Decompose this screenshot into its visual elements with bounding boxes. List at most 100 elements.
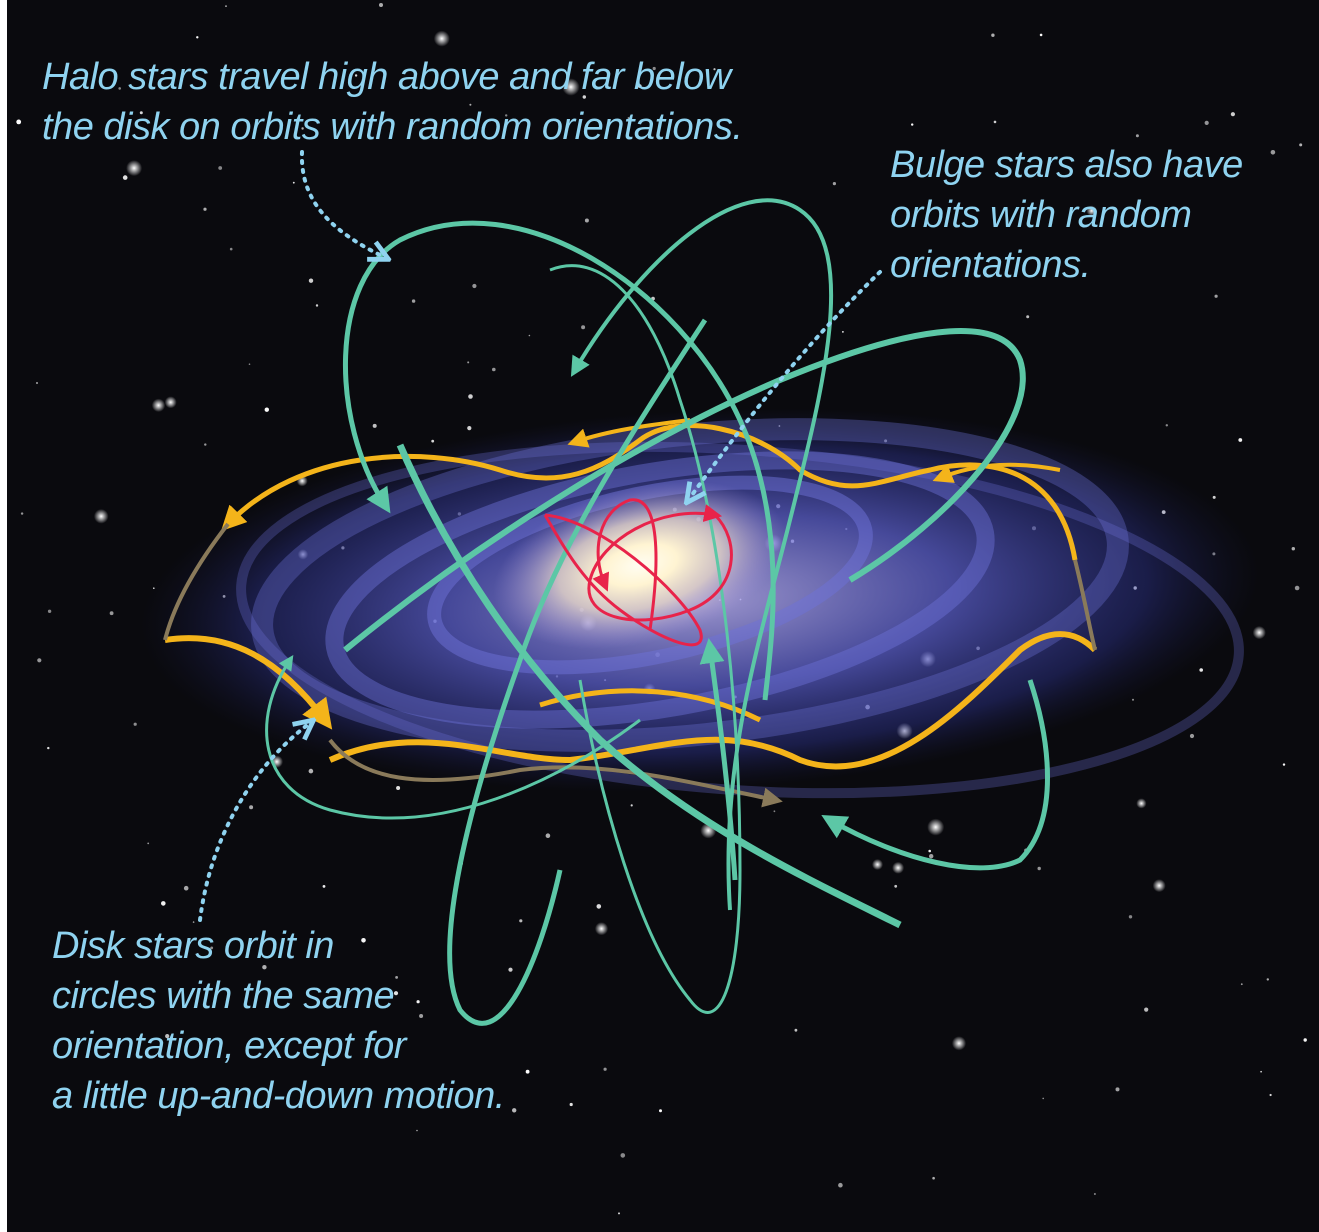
halo-stars-caption: Halo stars travel high above and far bel… (42, 52, 743, 152)
caption-line: orbits with random (890, 194, 1192, 236)
bulge-caption-pointer (692, 270, 882, 495)
star (1212, 495, 1216, 499)
star (147, 842, 150, 845)
halo-orbit-a (343, 220, 776, 701)
star (512, 1108, 517, 1113)
halo-orbit-d (396, 443, 902, 929)
disk-orbit-back-right (1073, 559, 1097, 651)
star (93, 509, 109, 524)
star (37, 658, 42, 663)
spiral-arm (325, 451, 995, 729)
star (1252, 626, 1266, 640)
star (133, 722, 137, 726)
star (638, 84, 642, 88)
star (301, 127, 304, 130)
star (1136, 798, 1147, 809)
star (1165, 424, 1169, 427)
star (528, 334, 531, 337)
star (411, 299, 416, 303)
star (308, 278, 314, 283)
star (505, 114, 508, 117)
star (1230, 112, 1235, 117)
star (468, 394, 473, 399)
star (659, 1109, 662, 1113)
star (1291, 547, 1296, 551)
star (218, 166, 223, 170)
star (196, 36, 199, 39)
caption-line: the disk on orbits with random orientati… (42, 106, 743, 148)
star (395, 976, 398, 979)
star (596, 904, 602, 909)
star (1037, 866, 1041, 871)
star (927, 818, 945, 836)
star (1269, 1093, 1272, 1097)
star (210, 946, 214, 950)
star (581, 325, 586, 330)
bulge-orbit-b (543, 513, 703, 647)
star (472, 283, 477, 289)
star (1260, 1070, 1262, 1073)
star (47, 746, 50, 750)
star (652, 66, 656, 71)
halo-orbit-f (265, 655, 641, 820)
halo-orbit-h (549, 264, 742, 1014)
star (618, 1212, 620, 1215)
star (416, 1000, 420, 1004)
star (372, 423, 377, 428)
star (122, 175, 128, 180)
star (582, 95, 586, 99)
star (1152, 879, 1166, 893)
star (932, 1176, 935, 1180)
star (1115, 1087, 1120, 1092)
star (713, 68, 716, 71)
star (892, 861, 905, 874)
caption-line: orientations. (890, 244, 1091, 286)
star (872, 859, 883, 870)
star (1266, 978, 1270, 981)
star (519, 919, 523, 923)
star (165, 1034, 170, 1039)
star (16, 119, 22, 125)
star (1270, 150, 1276, 155)
disk-orbit-upper (221, 423, 1078, 561)
star (1214, 294, 1218, 298)
star (525, 1069, 530, 1074)
star (433, 30, 450, 47)
halo-caption-pointer (299, 150, 380, 255)
star (603, 1067, 607, 1071)
halo-orbit-i (699, 638, 738, 881)
star (508, 967, 513, 972)
star (627, 117, 630, 119)
star (431, 439, 435, 443)
star (1039, 33, 1043, 37)
star (569, 1102, 573, 1107)
star (594, 922, 609, 936)
star (909, 166, 913, 170)
star (562, 78, 580, 96)
disk-star-orbits (163, 418, 1098, 808)
star (229, 247, 233, 251)
disk-orbit-right-arrow (932, 462, 1061, 483)
disk-orbit-left-arrow (164, 635, 333, 730)
star (47, 609, 52, 613)
star (1144, 1007, 1149, 1012)
star (911, 123, 914, 126)
star (1128, 915, 1133, 919)
caption-pointers (198, 150, 882, 922)
caption-line: a little up-and-down motion. (52, 1075, 505, 1117)
caption-line: orientation, except for (52, 1025, 406, 1067)
disk-stars-caption: Disk stars orbit in circles with the sam… (52, 921, 505, 1121)
star (393, 991, 399, 996)
bulge-star-orbits (543, 498, 733, 647)
bulge-orbit-a (587, 504, 733, 622)
star (1189, 733, 1195, 739)
star (620, 1153, 626, 1158)
star (1294, 585, 1300, 591)
star (993, 120, 997, 124)
star (315, 304, 319, 307)
star (467, 361, 470, 364)
star (1199, 668, 1203, 672)
star (164, 396, 177, 409)
